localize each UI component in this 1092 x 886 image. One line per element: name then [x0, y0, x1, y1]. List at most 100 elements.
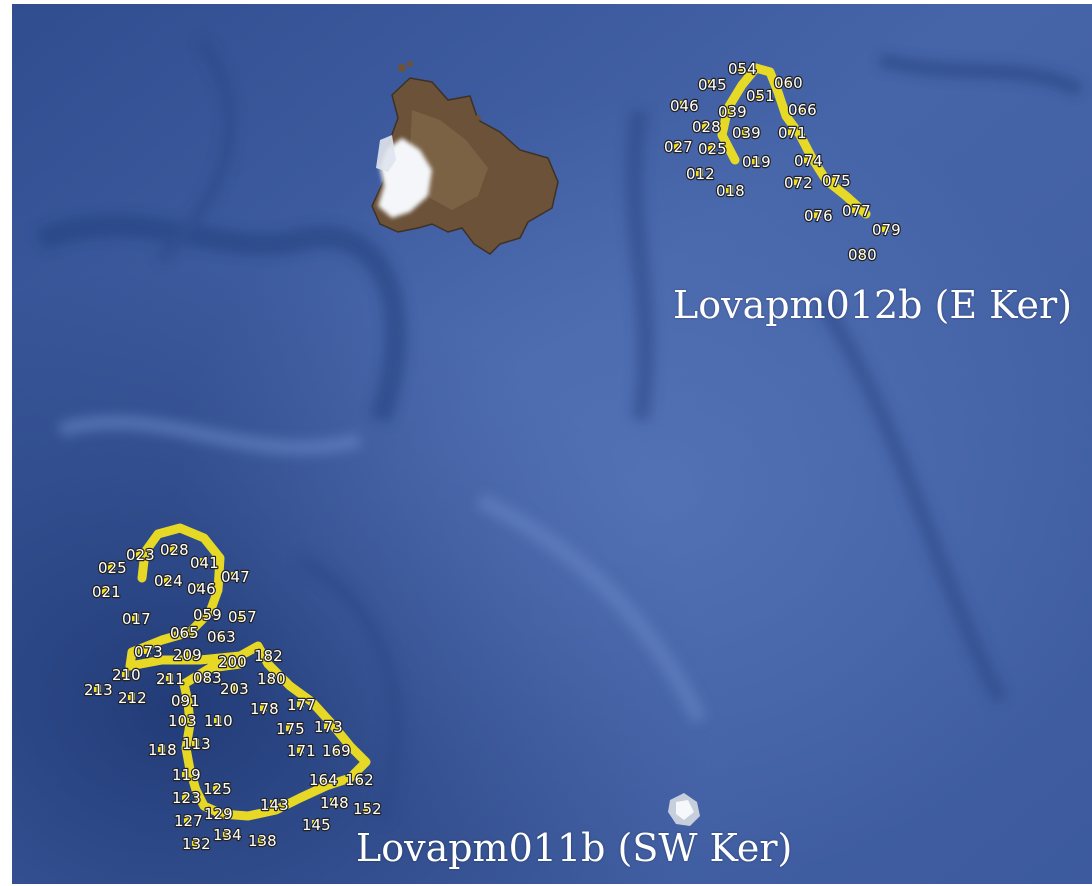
east-marker-12[interactable]: [804, 156, 811, 163]
sw-marker-42[interactable]: [363, 804, 370, 811]
sw-marker-label-45: 145: [302, 816, 331, 834]
sw-marker-label-46: 134: [213, 826, 242, 844]
east-marker-21[interactable]: [858, 250, 865, 257]
sw-marker-label-21: 213: [84, 681, 113, 699]
sw-marker-32[interactable]: [158, 745, 165, 752]
sw-marker-label-41: 148: [320, 794, 349, 812]
east-marker-6[interactable]: [798, 105, 805, 112]
sw-marker-8[interactable]: [203, 610, 210, 617]
sw-marker-label-38: 125: [203, 780, 232, 798]
sw-marker-0[interactable]: [170, 545, 177, 552]
sw-marker-23[interactable]: [230, 684, 237, 691]
east-marker-5[interactable]: [728, 107, 735, 114]
sw-marker-45[interactable]: [312, 820, 319, 827]
sw-marker-39[interactable]: [182, 793, 189, 800]
sw-marker-12[interactable]: [217, 632, 224, 639]
sw-marker-16[interactable]: [264, 651, 271, 658]
sw-marker-label-8: 059: [193, 606, 222, 624]
sw-marker-17[interactable]: [122, 670, 129, 677]
sw-marker-1[interactable]: [136, 550, 143, 557]
sw-marker-label-23: 203: [220, 680, 249, 698]
sw-marker-19[interactable]: [203, 673, 210, 680]
east-marker-7[interactable]: [702, 122, 709, 129]
east-marker-2[interactable]: [708, 80, 715, 87]
east-marker-label-14: 012: [686, 165, 715, 183]
sw-marker-label-10: 017: [122, 610, 151, 628]
sw-marker-label-13: 073: [134, 643, 163, 661]
east-marker-19[interactable]: [814, 211, 821, 218]
east-marker-8[interactable]: [742, 128, 749, 135]
sw-marker-20[interactable]: [267, 674, 274, 681]
sw-marker-29[interactable]: [286, 724, 293, 731]
sw-marker-28[interactable]: [214, 716, 221, 723]
sw-marker-48[interactable]: [258, 836, 265, 843]
sw-marker-label-11: 065: [170, 624, 199, 642]
sw-marker-33[interactable]: [297, 746, 304, 753]
sw-marker-label-33: 171: [287, 742, 316, 760]
sw-marker-15[interactable]: [228, 657, 235, 664]
sw-marker-2[interactable]: [108, 563, 115, 570]
east-marker-1[interactable]: [784, 78, 791, 85]
sw-marker-label-35: 164: [309, 771, 338, 789]
sw-marker-27[interactable]: [178, 716, 185, 723]
east-marker-label-21: 080: [848, 246, 877, 264]
sw-marker-40[interactable]: [270, 800, 277, 807]
sw-marker-43[interactable]: [214, 809, 221, 816]
sw-marker-34[interactable]: [332, 746, 339, 753]
sw-marker-47[interactable]: [192, 839, 199, 846]
sw-marker-31[interactable]: [192, 739, 199, 746]
east-marker-15[interactable]: [794, 178, 801, 185]
east-marker-0[interactable]: [738, 64, 745, 71]
east-marker-20[interactable]: [882, 225, 889, 232]
sw-marker-13[interactable]: [144, 647, 151, 654]
sw-marker-37[interactable]: [182, 770, 189, 777]
sw-marker-label-29: 175: [276, 720, 305, 738]
sw-marker-36[interactable]: [355, 775, 362, 782]
east-marker-10[interactable]: [674, 142, 681, 149]
east-marker-14[interactable]: [696, 169, 703, 176]
sw-marker-label-3: 041: [190, 554, 219, 572]
east-marker-16[interactable]: [832, 176, 839, 183]
east-marker-label-7: 028: [692, 118, 721, 136]
sw-marker-6[interactable]: [102, 587, 109, 594]
sw-marker-14[interactable]: [183, 650, 190, 657]
east-marker-label-5: 039: [718, 103, 747, 121]
sw-marker-label-48: 138: [248, 832, 277, 850]
sw-marker-label-26: 177: [287, 696, 316, 714]
east-marker-18[interactable]: [852, 206, 859, 213]
sw-marker-label-42: 152: [353, 800, 382, 818]
sw-marker-9[interactable]: [238, 612, 245, 619]
sw-marker-35[interactable]: [319, 775, 326, 782]
sw-marker-26[interactable]: [297, 700, 304, 707]
sw-marker-5[interactable]: [164, 576, 171, 583]
small-island: [668, 793, 700, 826]
sw-marker-18[interactable]: [166, 674, 173, 681]
sw-marker-11[interactable]: [180, 628, 187, 635]
east-marker-4[interactable]: [680, 101, 687, 108]
sw-marker-label-0: 028: [160, 541, 189, 559]
sw-marker-label-7: 046: [187, 580, 216, 598]
sw-marker-3[interactable]: [200, 558, 207, 565]
east-marker-13[interactable]: [752, 157, 759, 164]
sw-marker-38[interactable]: [213, 784, 220, 791]
east-marker-11[interactable]: [708, 144, 715, 151]
sw-marker-46[interactable]: [223, 830, 230, 837]
east-marker-label-17: 018: [716, 182, 745, 200]
sw-marker-21[interactable]: [94, 685, 101, 692]
east-marker-9[interactable]: [788, 128, 795, 135]
sw-marker-22[interactable]: [128, 693, 135, 700]
sw-marker-44[interactable]: [184, 816, 191, 823]
sw-marker-4[interactable]: [231, 572, 238, 579]
sw-marker-10[interactable]: [132, 614, 139, 621]
east-marker-17[interactable]: [726, 186, 733, 193]
sw-marker-25[interactable]: [260, 704, 267, 711]
east-marker-3[interactable]: [756, 91, 763, 98]
sw-marker-label-31: 113: [182, 735, 211, 753]
east-marker-label-10: 027: [664, 138, 693, 156]
sw-marker-24[interactable]: [181, 696, 188, 703]
sw-marker-30[interactable]: [324, 722, 331, 729]
sw-marker-7[interactable]: [197, 584, 204, 591]
sw-marker-41[interactable]: [330, 798, 337, 805]
